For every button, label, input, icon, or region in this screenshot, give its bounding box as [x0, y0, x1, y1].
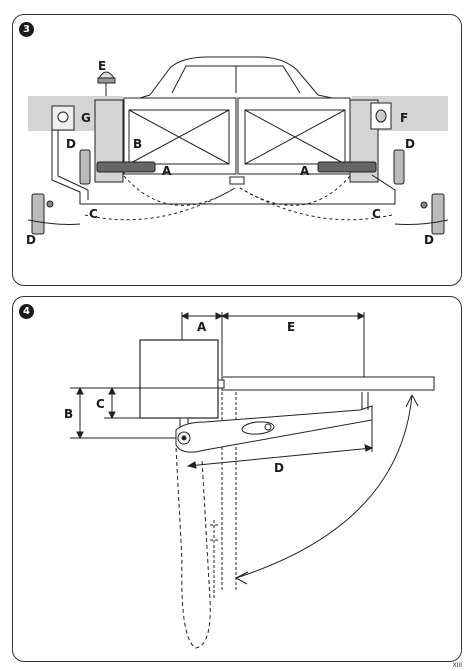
figure-4-number: 4 — [19, 304, 34, 319]
figure-3-drawing — [27, 56, 449, 235]
photocell-right-outer — [431, 193, 445, 235]
photocell-left-outer — [31, 193, 45, 235]
right-operator — [317, 161, 377, 173]
label-3-F: F — [400, 111, 408, 125]
label-4-E: E — [287, 320, 295, 334]
figure-3-labels: E G D B A A F D C C D D — [26, 59, 434, 247]
label-3-A-left: A — [162, 164, 172, 178]
left-operator — [96, 161, 156, 173]
pillar-block — [139, 339, 219, 419]
label-4-B: B — [64, 407, 73, 421]
label-3-D-bottom-right: D — [424, 233, 434, 247]
label-3-C-right: C — [372, 207, 381, 221]
figure-4-panel: 4 — [12, 296, 462, 662]
label-3-C-left: C — [89, 207, 98, 221]
label-3-D-right: D — [405, 137, 415, 151]
label-3-D-bottom-left: D — [26, 233, 36, 247]
operator-arm — [175, 405, 373, 453]
label-3-A-right: A — [300, 164, 310, 178]
swing-arc — [235, 394, 413, 579]
label-3-G: G — [81, 111, 91, 125]
label-4-D: D — [274, 461, 284, 475]
gate-leaf-closed — [221, 376, 435, 391]
label-4-C: C — [96, 397, 105, 411]
photocell-left-inner — [79, 149, 91, 185]
operator-arm-open — [175, 447, 211, 649]
photocell-right-inner — [393, 149, 405, 185]
left-swing-arc — [123, 175, 236, 206]
right-swing-arc — [239, 175, 351, 206]
label-3-E: E — [98, 59, 106, 73]
dim-D-line — [187, 447, 373, 467]
label-3-D-left: D — [66, 137, 76, 151]
car-windshield — [171, 65, 301, 94]
figure-3-number: 3 — [19, 22, 34, 37]
car-outline — [149, 56, 319, 96]
page-number: XIII — [452, 662, 462, 669]
label-3-B: B — [133, 137, 142, 151]
figure-4-labels: A E B C D — [64, 320, 295, 475]
figure-4-drawing — [70, 312, 435, 649]
label-4-A: A — [197, 320, 207, 334]
